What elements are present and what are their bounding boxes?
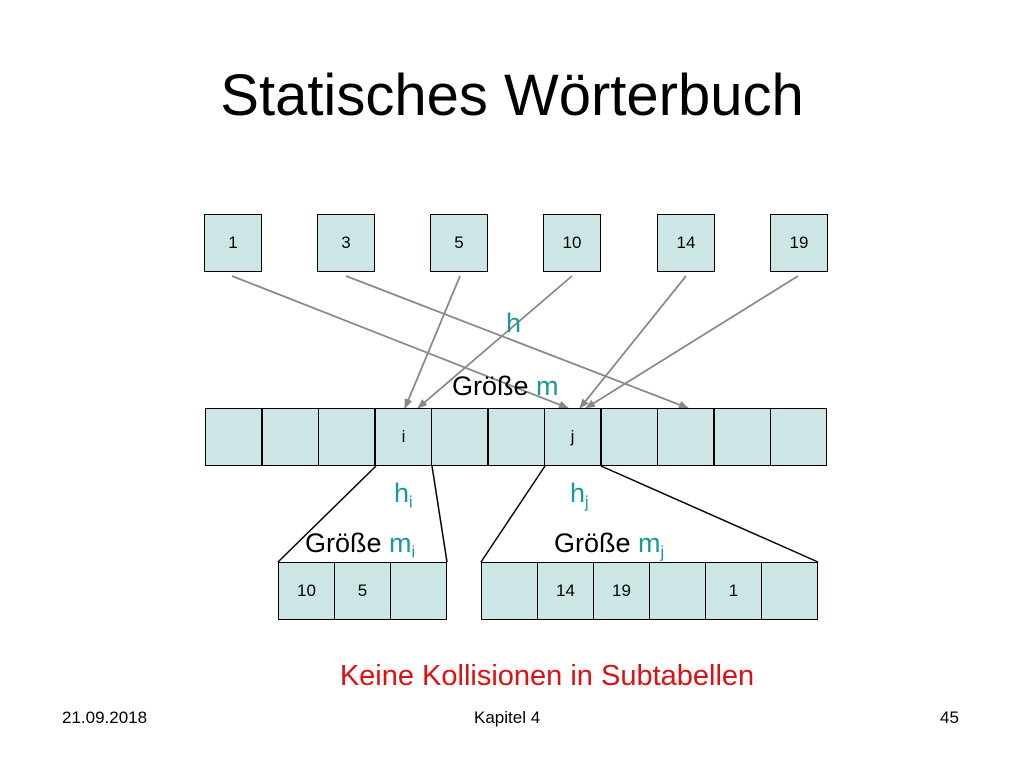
key-cell: 19 <box>770 214 828 272</box>
table-cell <box>262 408 319 466</box>
hash-arrow-10 <box>417 275 573 409</box>
hash-label: h <box>506 308 522 338</box>
fan-line-j-left <box>480 465 546 563</box>
subtable-i-cell: 10 <box>278 562 335 620</box>
subtable-j-cell <box>481 562 538 620</box>
table-cell-i: i <box>375 408 432 466</box>
table-size-word: Größe <box>452 371 529 401</box>
table-cell <box>714 408 771 466</box>
table-cell <box>601 408 658 466</box>
subtable-j-cell: 1 <box>705 562 762 620</box>
table-cell <box>770 408 827 466</box>
page-title: Statisches Wörterbuch <box>220 63 804 128</box>
hash-arrow-19 <box>585 275 799 409</box>
subtable-i-cell <box>390 562 447 620</box>
hash-arrow-1 <box>231 275 569 409</box>
hash-arrow-5 <box>404 275 461 409</box>
subtable-j-cell: 19 <box>593 562 650 620</box>
key-cell: 5 <box>430 214 488 272</box>
key-cell: 14 <box>657 214 715 272</box>
table-cell <box>488 408 545 466</box>
hash-j-label: hj <box>570 478 589 512</box>
subtable-j-cell <box>761 562 818 620</box>
fan-line-i-left <box>277 465 377 563</box>
footer-page-number: 45 <box>940 708 959 727</box>
table-cell <box>431 408 488 466</box>
key-cell: 3 <box>317 214 375 272</box>
subtable-j-cell: 14 <box>537 562 594 620</box>
table-size-label: Größe m <box>452 373 559 400</box>
footer-date: 21.09.2018 <box>62 708 148 727</box>
collision-note: Keine Kollisionen in Subtabellen <box>339 660 755 692</box>
footer-chapter: Kapitel 4 <box>474 708 541 727</box>
fan-line-j-right <box>600 465 819 563</box>
table-cell <box>318 408 375 466</box>
fan-line-i-right <box>431 465 448 563</box>
subtable-j-size-label: Größe mj <box>554 528 665 562</box>
key-cell: 1 <box>204 214 262 272</box>
subtable-i-cell: 5 <box>334 562 391 620</box>
subtable-j-cell <box>649 562 706 620</box>
table-cell <box>657 408 714 466</box>
hash-arrow-14 <box>579 275 687 409</box>
table-cell <box>205 408 262 466</box>
subtable-i-size-label: Größe mi <box>305 528 416 562</box>
hash-arrow-3 <box>345 275 689 409</box>
table-size-var: m <box>536 371 559 401</box>
key-cell: 10 <box>543 214 601 272</box>
table-cell-j: j <box>544 408 601 466</box>
hash-i-label: hi <box>394 478 413 512</box>
